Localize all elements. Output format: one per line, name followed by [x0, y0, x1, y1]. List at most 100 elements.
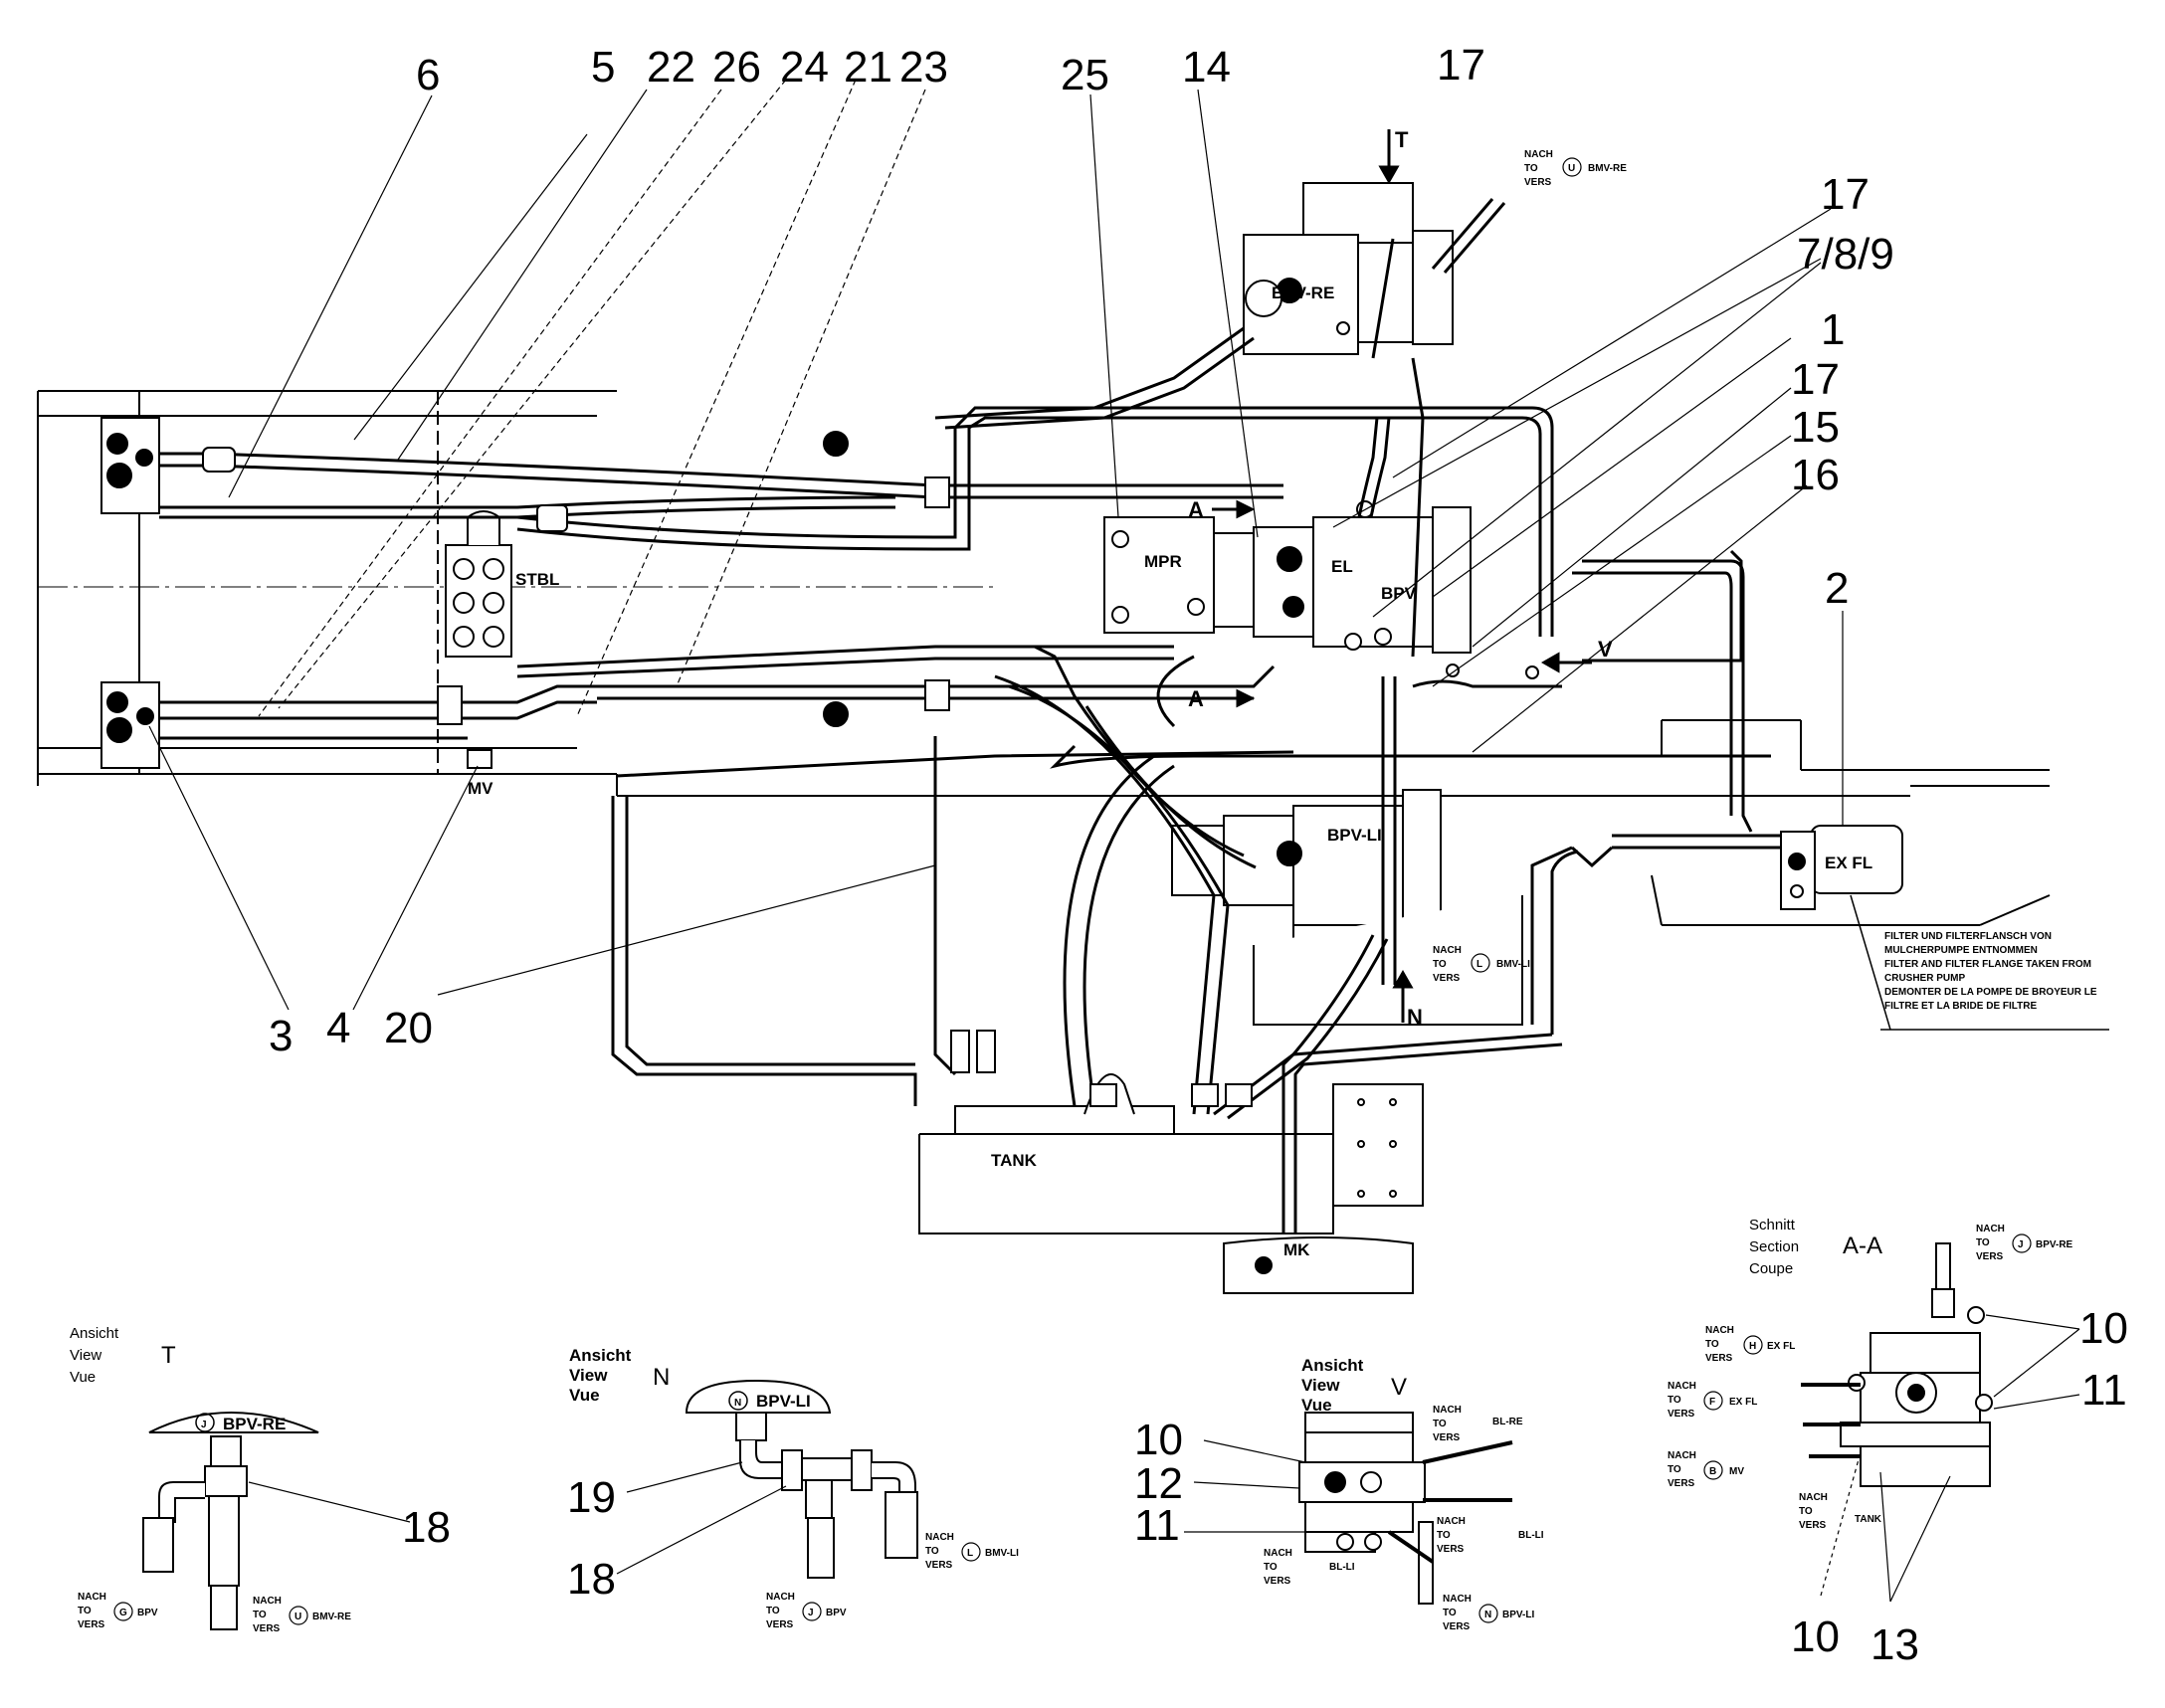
svg-text:EX FL: EX FL	[1767, 1341, 1795, 1352]
svg-text:TO: TO	[1433, 959, 1447, 970]
callout-21: 21	[844, 43, 892, 92]
svg-text:MV: MV	[1729, 1466, 1744, 1477]
filter-note-line2: MULCHERPUMPE ENTNOMMEN	[1884, 945, 2038, 956]
svg-text:NACH: NACH	[766, 1592, 795, 1603]
svg-text:NACH: NACH	[1668, 1381, 1696, 1392]
bpv-li-label: BPV-LI	[1327, 826, 1382, 845]
svg-text:VERS: VERS	[925, 1560, 953, 1571]
svg-text:N: N	[653, 1364, 670, 1391]
arrow-v-letter: V	[1598, 637, 1613, 662]
svg-text:NACH: NACH	[1433, 1405, 1462, 1416]
view-n: Ansicht View Vue N N BPV-LI NACH TO VERS…	[569, 1346, 1019, 1630]
svg-text:NACH: NACH	[1705, 1325, 1734, 1336]
hoses	[159, 198, 1781, 1234]
svg-text:TO: TO	[1668, 1464, 1681, 1475]
callout-14: 14	[1182, 43, 1231, 92]
callout-18-view-t: 18	[402, 1503, 451, 1552]
svg-text:NACH: NACH	[1799, 1492, 1828, 1503]
part-number-callouts: 6 5 22 26 24 21 23 25 14 17 17 7/8/9 1 1…	[269, 41, 1894, 1060]
svg-text:TO: TO	[253, 1610, 267, 1620]
callout-17-lower: 17	[1791, 355, 1840, 404]
svg-text:NACH: NACH	[253, 1596, 282, 1607]
svg-text:G: G	[119, 1608, 127, 1618]
svg-text:NACH: NACH	[78, 1592, 106, 1603]
svg-text:T: T	[161, 1342, 176, 1369]
svg-text:BMV-RE: BMV-RE	[312, 1612, 351, 1622]
callout-10-view-v: 10	[1134, 1416, 1183, 1464]
el-label: EL	[1331, 557, 1353, 576]
svg-text:BPV-LI: BPV-LI	[1502, 1610, 1534, 1620]
svg-text:Vue: Vue	[70, 1369, 96, 1386]
svg-text:H: H	[1749, 1341, 1756, 1352]
svg-text:TO: TO	[1799, 1506, 1813, 1517]
svg-text:BMV-LI: BMV-LI	[1496, 959, 1530, 970]
svg-text:NACH: NACH	[1433, 945, 1462, 956]
svg-text:TO: TO	[1524, 163, 1538, 174]
svg-text:BMV-LI: BMV-LI	[985, 1548, 1019, 1559]
svg-text:NACH: NACH	[1976, 1224, 2005, 1234]
svg-text:VERS: VERS	[1524, 177, 1552, 188]
svg-text:VERS: VERS	[1443, 1621, 1471, 1632]
svg-text:VERS: VERS	[766, 1619, 794, 1630]
arrow-a-lower-letter: A	[1188, 686, 1204, 711]
svg-text:VERS: VERS	[1437, 1544, 1465, 1555]
stbl-block	[445, 510, 512, 658]
bpv-label: BPV	[1381, 584, 1417, 603]
ex-fl-label: EX FL	[1825, 854, 1872, 872]
svg-text:N: N	[734, 1398, 741, 1409]
svg-text:Ansicht: Ansicht	[569, 1346, 632, 1365]
filter-note-line6: FILTRE ET LA BRIDE DE FILTRE	[1884, 1001, 2037, 1012]
stbl-label: STBL	[515, 570, 559, 589]
left-end-block-lower	[100, 681, 160, 769]
svg-text:BPV: BPV	[137, 1608, 158, 1618]
callout-20: 20	[384, 1004, 433, 1052]
callout-23: 23	[899, 43, 948, 92]
svg-text:Coupe: Coupe	[1749, 1260, 1793, 1277]
svg-text:A-A: A-A	[1843, 1233, 1882, 1259]
svg-text:View: View	[1301, 1376, 1340, 1395]
svg-text:VERS: VERS	[1433, 973, 1461, 984]
callout-11-view-v: 11	[1134, 1501, 1180, 1550]
svg-text:TO: TO	[1264, 1562, 1278, 1573]
svg-text:NACH: NACH	[1524, 149, 1553, 160]
callout-6: 6	[416, 51, 440, 99]
svg-text:NACH: NACH	[925, 1532, 954, 1543]
svg-text:BPV-RE: BPV-RE	[2036, 1239, 2073, 1250]
bpv-li-pump	[1171, 789, 1523, 1026]
svg-text:TO: TO	[925, 1546, 939, 1557]
svg-text:Vue: Vue	[1301, 1396, 1332, 1415]
view-t: Ansicht View Vue T J BPV-RE NACH TO VERS…	[70, 1325, 411, 1634]
callout-18-view-n: 18	[567, 1555, 616, 1604]
svg-text:BL-RE: BL-RE	[1492, 1417, 1523, 1427]
svg-text:VERS: VERS	[1668, 1478, 1695, 1489]
filter-note-line1: FILTER UND FILTERFLANSCH VON	[1884, 931, 2052, 942]
callout-5: 5	[591, 43, 615, 92]
svg-text:L: L	[1476, 959, 1482, 970]
svg-text:BMV-RE: BMV-RE	[1588, 163, 1627, 174]
mpr-valve	[1103, 516, 1255, 634]
callout-3: 3	[269, 1012, 293, 1060]
callout-1: 1	[1821, 305, 1845, 354]
svg-text:U: U	[295, 1612, 301, 1622]
svg-text:U: U	[1568, 163, 1575, 174]
callout-12: 12	[1134, 1459, 1183, 1508]
svg-text:V: V	[1391, 1374, 1407, 1401]
svg-text:TO: TO	[766, 1606, 780, 1616]
svg-text:VERS: VERS	[253, 1623, 281, 1634]
callout-10-section-upper: 10	[2079, 1304, 2128, 1353]
callout-13: 13	[1870, 1620, 1919, 1669]
callout-19: 19	[567, 1473, 616, 1522]
arrow-n-letter: N	[1407, 1005, 1423, 1030]
svg-text:Vue: Vue	[569, 1386, 600, 1405]
section-a-a: Schnitt Section Coupe A-A NACH TO VERS J…	[1668, 1217, 2080, 1603]
svg-text:TO: TO	[1668, 1395, 1681, 1406]
callout-15: 15	[1791, 403, 1840, 452]
svg-text:VERS: VERS	[1799, 1520, 1827, 1531]
arrow-t-letter: T	[1395, 127, 1409, 152]
svg-text:TO: TO	[1437, 1530, 1451, 1541]
mpr-label: MPR	[1144, 552, 1182, 571]
svg-text:BPV-LI: BPV-LI	[756, 1392, 811, 1411]
routing-note-bmv-li: NACH TO VERS L BMV-LI	[1433, 945, 1530, 984]
